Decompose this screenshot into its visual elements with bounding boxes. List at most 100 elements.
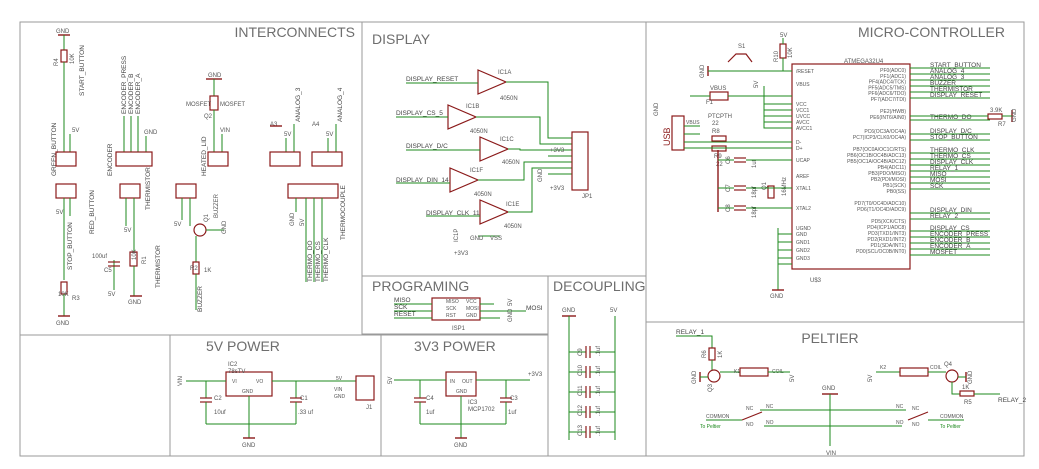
decoupling-cap-label: C13	[578, 424, 584, 436]
mcu-right-pin: PE6(INT6/AIN0)	[870, 115, 906, 121]
transistor-q3	[707, 369, 721, 383]
mcu-right-pin: PB0(SS)	[887, 189, 907, 195]
buffer-ic1e	[479, 199, 510, 225]
connector-a4	[311, 151, 343, 167]
k2-coil-label: COIL	[930, 365, 942, 371]
title-peltier: PELTIER	[801, 330, 858, 346]
rail-3v3-jp1-b: +3V3	[550, 186, 565, 192]
mcu-net-label: DISPLAY_CLK	[930, 159, 974, 166]
decoupling-cap-value: .1uf	[596, 386, 602, 396]
decoupling-cap-value: .1uf	[596, 426, 602, 436]
isp-pin-rst: RST	[446, 313, 456, 319]
header-isp1	[431, 297, 481, 321]
k1-no-outer: NO	[746, 422, 754, 428]
5v-label-a4: 5V	[326, 132, 333, 138]
r6-label: R6	[702, 350, 708, 358]
mcu-net-label: DISPLAY_D/C	[930, 128, 972, 135]
r3-value: 10K	[58, 292, 69, 298]
r10-value: 10K	[788, 47, 794, 58]
buffer-ic1a	[477, 69, 508, 95]
f1-label: F1	[706, 100, 714, 106]
connector-heated-lid	[207, 151, 229, 167]
gnd-s1: GND	[700, 64, 706, 78]
mcu-left-pin: D+	[796, 146, 803, 152]
mcu-net-label: THERMO_DO	[930, 114, 972, 121]
resistor-r8	[711, 135, 727, 142]
a4-label: A4	[312, 122, 320, 128]
decoupling-5v-rail: 5V	[610, 308, 617, 314]
mcu-left-pin: VBUS	[796, 82, 810, 88]
mcu-right-pin: PB4(ADC11)	[877, 165, 906, 171]
resistor-r7	[987, 113, 1003, 120]
c7-value: 18pf	[752, 186, 758, 198]
5v-label-green: 5V	[72, 128, 79, 134]
mosfet-label: MOSFET	[186, 102, 211, 108]
r2-label: R2	[190, 266, 198, 272]
display-group: IC1A IC1B IC1C IC1F IC1E 4050N 4050N 405…	[396, 69, 593, 257]
mosfet-part: MOSFET	[220, 102, 245, 108]
r2-value: 1K	[204, 268, 211, 274]
peltier-gnd-left: GND	[692, 370, 698, 384]
isp-pin-sck: SCK	[446, 306, 457, 312]
relay-k1-contact	[741, 411, 763, 421]
mcu-right-pin: PF4(ADC4/TCK)	[869, 80, 907, 86]
decoupling-cap-value: .1uf	[596, 366, 602, 376]
mcu-left-pin: D-	[796, 140, 802, 146]
q2-label: Q2	[204, 114, 213, 120]
ic1a-part: 4050N	[500, 96, 518, 102]
mcu-left-pin: XTAL1	[796, 186, 811, 192]
mcu-left-pin: VCC	[796, 102, 807, 108]
mcu-left-pin: UGND	[796, 226, 811, 232]
resistor-r6	[708, 347, 716, 361]
k1-label: K1	[734, 369, 740, 375]
c1-label: C1	[300, 396, 308, 402]
usb-vbus-pin: VBUS	[686, 120, 700, 126]
k2-nc-outer: NC	[912, 406, 920, 412]
ic2-label: IC2	[228, 362, 238, 368]
rail-3v3-jp1: +3V3	[550, 148, 565, 154]
crystal-freq: 16MHz	[782, 177, 788, 196]
mcu-left-pin: VCC1	[796, 108, 810, 114]
net-encoder-a: ENCODER_A	[135, 73, 142, 114]
k1-nc-outer: NC	[746, 406, 754, 412]
mcu-net-label: MOSI	[930, 177, 947, 184]
connector-red-button	[55, 183, 77, 199]
r3-label: R3	[72, 296, 80, 302]
mcu-left-pin: GND2	[796, 248, 810, 254]
k2-no-outer: NO	[912, 422, 920, 428]
connector-j1	[355, 375, 375, 401]
rail-3v3-ic1p: +3V3	[454, 251, 469, 257]
gnd-label-r1: GND	[128, 300, 142, 306]
isp-net-miso: MISO	[394, 297, 411, 304]
mcu-right-pin: PF7(ADC7/TDI)	[871, 97, 907, 103]
power-3v3-group: IN OUT GND IC3 MCP1702 5V C4 1uf +3V3 C3…	[388, 371, 543, 449]
ic1a-label: IC1A	[498, 70, 511, 76]
isp-ref: ISP1	[452, 326, 466, 332]
ic3-in: IN	[450, 379, 455, 385]
mcu-right-pin: PB1(SCK)	[883, 183, 906, 189]
isp-pin-vcc: VCC	[466, 299, 477, 305]
transistor-q1	[193, 223, 207, 237]
title-5v-power: 5V POWER	[206, 338, 280, 354]
gnd-label-q1: GND	[222, 220, 228, 234]
resistor-r5	[959, 390, 975, 397]
k2-no: NO	[896, 420, 904, 426]
gnd-label-encoder: GND	[144, 130, 158, 136]
mcu-net-label: ENCODER_B	[930, 237, 970, 244]
thermistor-label: THERMISTOR	[145, 167, 152, 210]
mcu-right-nets: START_BUTTONANALOG_4ANALOG_3BUZZERTHERMI…	[910, 62, 990, 256]
gnd-mcu-bus: GND	[770, 294, 784, 300]
c1-value: .33 uf	[298, 410, 313, 416]
mcu-net-label: RELAY_1	[930, 165, 958, 172]
decoupling-cap-label: C12	[578, 404, 584, 416]
net-encoder-press: ENCODER_PRESS	[121, 55, 128, 114]
r8-value: 22	[712, 121, 719, 127]
encoder-label: ENCODER	[107, 143, 114, 176]
5v-label-c5: 5V	[108, 292, 115, 298]
c8-value: 18pf	[752, 206, 758, 218]
buffer-ic1f	[449, 167, 480, 193]
5v-label-thermistor: 5V	[124, 228, 131, 234]
decoupling-cap-label: C10	[578, 364, 584, 376]
isp-gnd: GND	[508, 308, 514, 322]
